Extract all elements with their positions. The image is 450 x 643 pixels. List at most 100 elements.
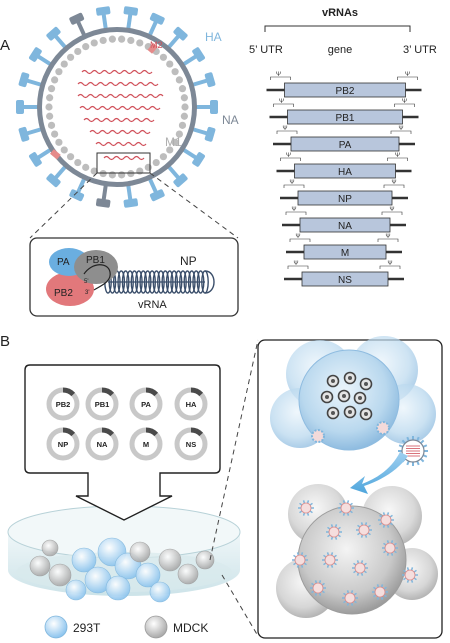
progeny-virion [342, 590, 358, 606]
m1-protein [180, 112, 188, 120]
psi-label: Ψ [282, 126, 287, 132]
na-spike [69, 12, 87, 36]
m2-channel [147, 43, 158, 54]
vrna-label: vRNA [138, 299, 167, 311]
psi-label: Ψ [387, 261, 392, 267]
ha-spike [167, 165, 188, 188]
m1-protein [46, 112, 54, 120]
m1-protein [108, 35, 116, 43]
dish-cell-mdck [129, 541, 151, 563]
m1-protein [152, 158, 160, 167]
five-prime-label: 5' [84, 279, 88, 285]
segment-ring-pa: PA [129, 387, 163, 421]
np-turn [148, 270, 156, 294]
progeny-virions [292, 500, 418, 606]
progeny-virion [310, 580, 326, 596]
budding-virion [376, 421, 390, 435]
segment-label: NP [338, 194, 352, 205]
psi-label: Ψ [395, 153, 400, 159]
m1-protein [51, 76, 59, 84]
vrna-wave [95, 141, 147, 147]
m1-protein [99, 36, 107, 45]
segment-ring-na: NA [85, 427, 119, 461]
np-turn [183, 270, 192, 294]
segment-label: NS [338, 275, 352, 286]
dish-cell-mdck [29, 555, 51, 577]
ha-spike [147, 178, 165, 202]
m1-protein [66, 153, 75, 161]
m1-protein [175, 130, 183, 138]
pb2-subunit [46, 272, 94, 306]
vrna-wave [83, 117, 155, 123]
np-turn [143, 270, 152, 294]
psi-label: Ψ [405, 72, 410, 78]
segment-ring-m: M [129, 427, 163, 461]
progeny-virion [402, 567, 418, 583]
m1-protein [166, 146, 174, 154]
m1-protein [136, 167, 144, 175]
surface-spikes [16, 6, 218, 208]
segment-label: HA [338, 167, 352, 178]
progeny-virion [356, 522, 372, 538]
ha-spike [123, 6, 139, 30]
segment-ring-ha: HA [174, 387, 208, 421]
zoom-line-lower [221, 574, 259, 637]
budding-virion [311, 429, 325, 443]
psi-label: Ψ [391, 180, 396, 186]
vrna-wave [89, 129, 151, 135]
petri-dish [7, 505, 241, 603]
np-turn [192, 270, 201, 294]
m1-protein [171, 68, 179, 76]
legend-293t-swatch [44, 615, 68, 639]
m2-label: M2 [150, 40, 163, 50]
vrna-segments-inside [77, 69, 164, 161]
np-turn [179, 270, 187, 294]
vrna-segment-ns: Ψ Ψ NS [284, 261, 404, 287]
np-turn [157, 270, 165, 294]
ha-label: HA [205, 30, 222, 44]
m1-protein [178, 85, 187, 93]
psi-label: Ψ [293, 261, 298, 267]
ha-spike [18, 72, 42, 88]
np-turn [161, 270, 170, 294]
m1-protein [66, 53, 75, 61]
m1-protein [51, 130, 59, 138]
m1-protein [159, 53, 168, 61]
m1-protein [47, 85, 56, 93]
psi-label: Ψ [279, 99, 284, 105]
vrna-wave [77, 81, 159, 87]
m1-protein [118, 171, 126, 179]
legend-mdck-swatch [144, 615, 168, 639]
segment-label: PB2 [336, 86, 355, 97]
m1-protein [90, 167, 98, 175]
np-turn [121, 270, 130, 294]
progeny-virion [298, 500, 314, 516]
pb1-label: PB1 [86, 255, 105, 266]
vrnas-title: vRNAs [322, 7, 358, 19]
na-spike [95, 184, 111, 208]
ring-label: NA [97, 440, 108, 449]
na-label: NA [222, 113, 239, 127]
zoom-line-upper [209, 339, 259, 561]
np-turn [117, 270, 126, 294]
cell-zoom-box [257, 336, 443, 639]
progeny-virion [292, 552, 308, 568]
three-prime-label: 3' [85, 290, 89, 296]
segment-ring-pb2: PB2 [46, 387, 80, 421]
m1-protein [74, 47, 82, 56]
ha-spike [147, 12, 165, 36]
ha-spike [192, 126, 216, 142]
m2-channel [50, 149, 61, 160]
vrna-wave [81, 69, 153, 75]
ha-spike [182, 47, 205, 66]
ring-label: HA [186, 400, 197, 409]
segment-ring-np: NP [46, 427, 80, 461]
m1-protein [46, 94, 54, 102]
vrna-wave [103, 155, 145, 161]
m1-protein [127, 36, 135, 45]
callout-frame [24, 364, 221, 521]
m1-protein [180, 94, 188, 102]
